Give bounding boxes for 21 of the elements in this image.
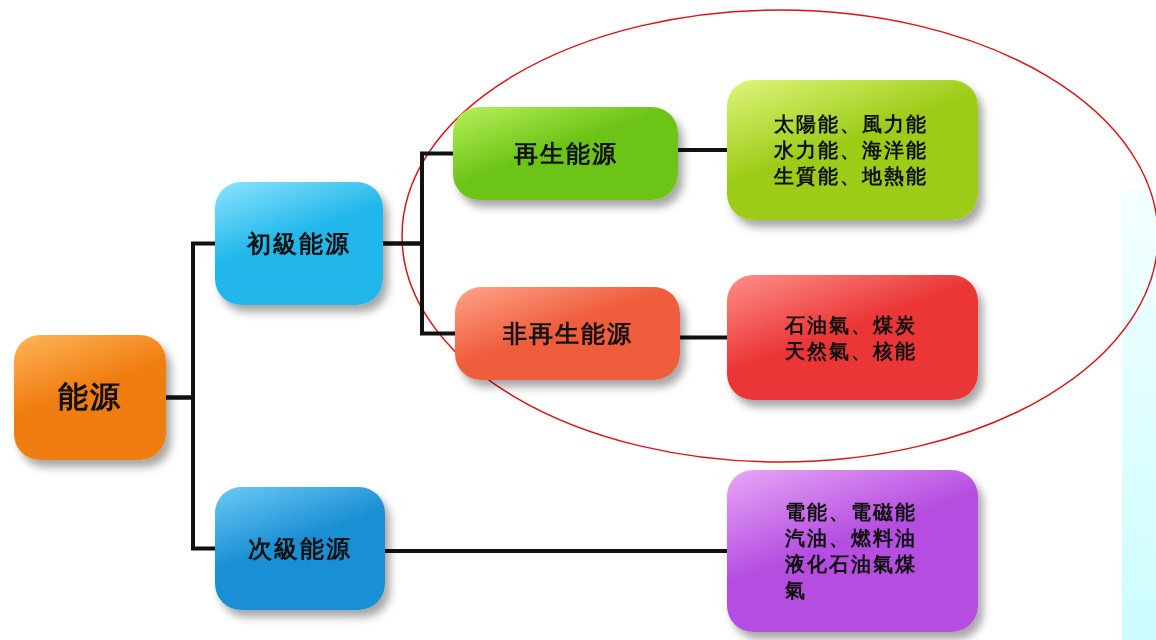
connector-line [680,335,727,340]
node-label: 再生能源 [513,137,618,170]
node-label: 石油氣、煤炭天然氣、核能 [785,311,919,364]
connector-line [383,241,455,336]
connector-line [678,148,727,152]
category-box [453,107,678,200]
node-label: 次級能源 [248,532,352,565]
connector-line [166,395,215,551]
node-label: 太陽能、風力能水力能、海洋能生質能、地熱能 [774,111,930,189]
example-box [727,470,978,632]
node-label: 電能、電磁能汽油、燃料油液化石油氣煤氣 [785,499,919,603]
example-box [727,275,978,400]
category-box [215,182,383,305]
node-label: 初級能源 [247,227,351,260]
root-node-box [14,335,166,460]
node-label: 非再生能源 [502,317,633,350]
category-box [455,287,680,380]
node-label: 能源 [58,378,122,416]
category-box [215,487,385,610]
example-box [727,80,978,220]
connector-line [385,549,727,553]
